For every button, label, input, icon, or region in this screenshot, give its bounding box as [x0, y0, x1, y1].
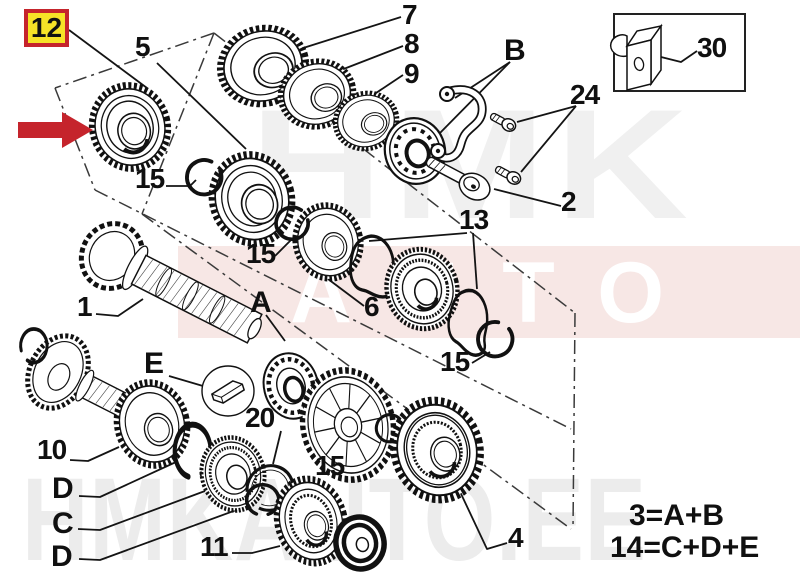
bolt-24-lower: [494, 165, 522, 185]
gear-10: [108, 375, 197, 474]
gear-4: [383, 391, 491, 509]
callout-4: 4: [508, 522, 524, 553]
callout-13: 13: [459, 204, 489, 235]
callout-2: 2: [561, 186, 577, 217]
callout-7: 7: [402, 0, 418, 30]
callout-20: 20: [245, 402, 275, 433]
callout-a: A: [250, 286, 272, 319]
callout-6: 6: [364, 291, 380, 322]
bearing-small: [333, 514, 387, 572]
equation-14: 14=C+D+E: [610, 531, 760, 564]
bolt-24-upper: [489, 112, 517, 132]
callout-d-front: D: [52, 472, 74, 505]
callout-15-d: 15: [315, 450, 345, 481]
synchro-hub-13: [378, 242, 466, 337]
inset-part-30: [609, 13, 746, 92]
bolt-2: [425, 156, 491, 201]
callout-b: B: [504, 34, 526, 67]
equation-3: 3=A+B: [629, 499, 725, 532]
callout-11: 11: [200, 531, 229, 562]
callout-10: 10: [37, 434, 67, 465]
callout-30: 30: [697, 32, 727, 63]
callout-c: C: [52, 507, 74, 540]
callout-15-b: 15: [246, 238, 276, 269]
highlight-badge: 12: [24, 9, 69, 47]
callout-5: 5: [135, 31, 151, 62]
input-shaft: [78, 221, 263, 344]
callout-e: E: [144, 347, 164, 380]
callout-24: 24: [570, 79, 600, 110]
callout-15-c: 15: [440, 346, 470, 377]
part-12-synchro-ring: [83, 77, 177, 177]
gear-11: [267, 471, 355, 571]
callout-d-rear: D: [51, 540, 73, 573]
callout-8: 8: [404, 28, 420, 59]
callout-9: 9: [404, 58, 420, 89]
key-e-detail: [201, 365, 255, 417]
synchro-hub-c: [194, 431, 272, 518]
retainer-bracket-b: [430, 85, 487, 163]
gear-5: [202, 145, 302, 252]
red-arrow-right-icon: [18, 112, 93, 148]
callout-1: 1: [77, 291, 93, 322]
bearing-a: [262, 352, 320, 420]
callout-15-a: 15: [135, 163, 165, 194]
